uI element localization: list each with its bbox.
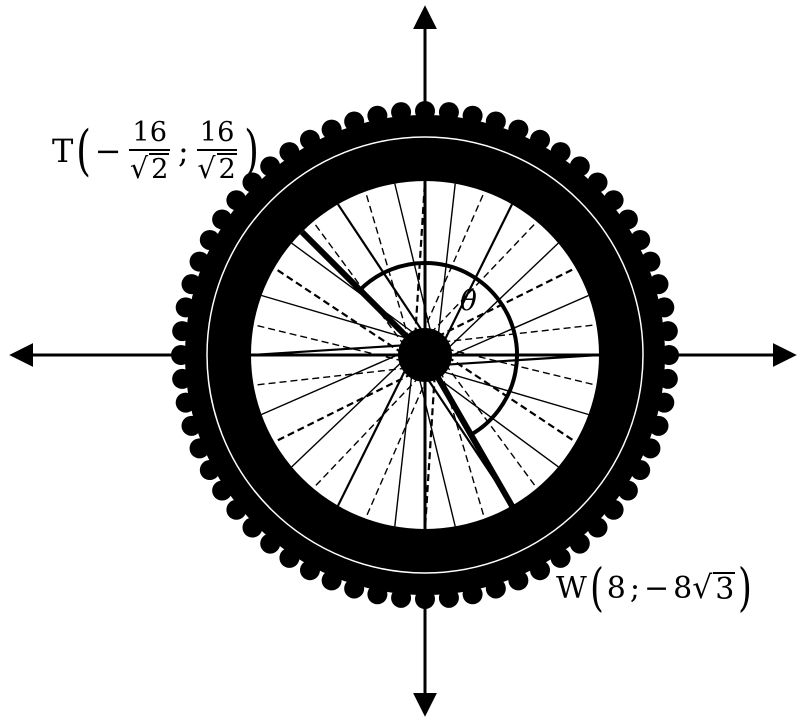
point-T-y-fraction: 16 √2 — [196, 118, 238, 184]
point-W-y-coef: 8 — [673, 570, 693, 606]
point-T-y-numerator: 16 — [196, 118, 238, 152]
spoke — [261, 294, 420, 343]
label-point-T: T ( − 16 √2 ; 16 √2 ) — [52, 110, 263, 192]
spoke — [415, 365, 456, 527]
left-paren: ( — [589, 558, 604, 618]
radius-to-T — [299, 229, 428, 358]
spoke — [423, 364, 437, 530]
spoke — [261, 347, 413, 416]
point-T-x-sign: − — [94, 132, 122, 170]
spoke — [253, 366, 418, 386]
spoke — [394, 362, 414, 527]
right-paren: ) — [244, 118, 260, 182]
tire-white-line — [206, 136, 644, 574]
point-W-y-radicand: 3 — [713, 571, 736, 607]
spoke — [273, 267, 413, 361]
point-T-x-fraction: 16 √2 — [129, 118, 170, 184]
point-W-separator: ; — [629, 570, 640, 606]
spoke — [337, 357, 413, 507]
angle-label-theta: θ — [460, 284, 477, 317]
point-W-x: 8 — [606, 570, 626, 606]
left-paren: ( — [76, 118, 92, 182]
spoke — [273, 367, 423, 443]
point-T-separator: ; — [178, 132, 189, 170]
angle-arc — [358, 260, 519, 437]
sqrt-icon: √ — [197, 151, 216, 186]
point-T-y-denominator: √2 — [197, 151, 237, 183]
hub — [398, 328, 452, 382]
point-T-x-radicand: 2 — [149, 153, 170, 186]
right-paren: ) — [738, 558, 753, 618]
sqrt-icon: √ — [692, 570, 713, 606]
spoke — [253, 324, 415, 365]
spoke — [312, 368, 428, 489]
label-point-W: W ( 8 ; − 8 √3 ) — [556, 563, 755, 614]
point-T-y-radicand: 2 — [216, 153, 237, 186]
point-T-x-numerator: 16 — [129, 118, 170, 152]
spoke — [291, 352, 412, 468]
radius-to-W — [422, 353, 515, 508]
point-T-letter: T — [52, 132, 74, 170]
point-W-letter: W — [556, 570, 587, 606]
sqrt-icon: √ — [129, 151, 149, 186]
point-W-y-sign: − — [643, 570, 670, 606]
spoke — [364, 367, 433, 519]
point-T-x-denominator: √2 — [130, 151, 170, 183]
spoke — [250, 343, 416, 357]
